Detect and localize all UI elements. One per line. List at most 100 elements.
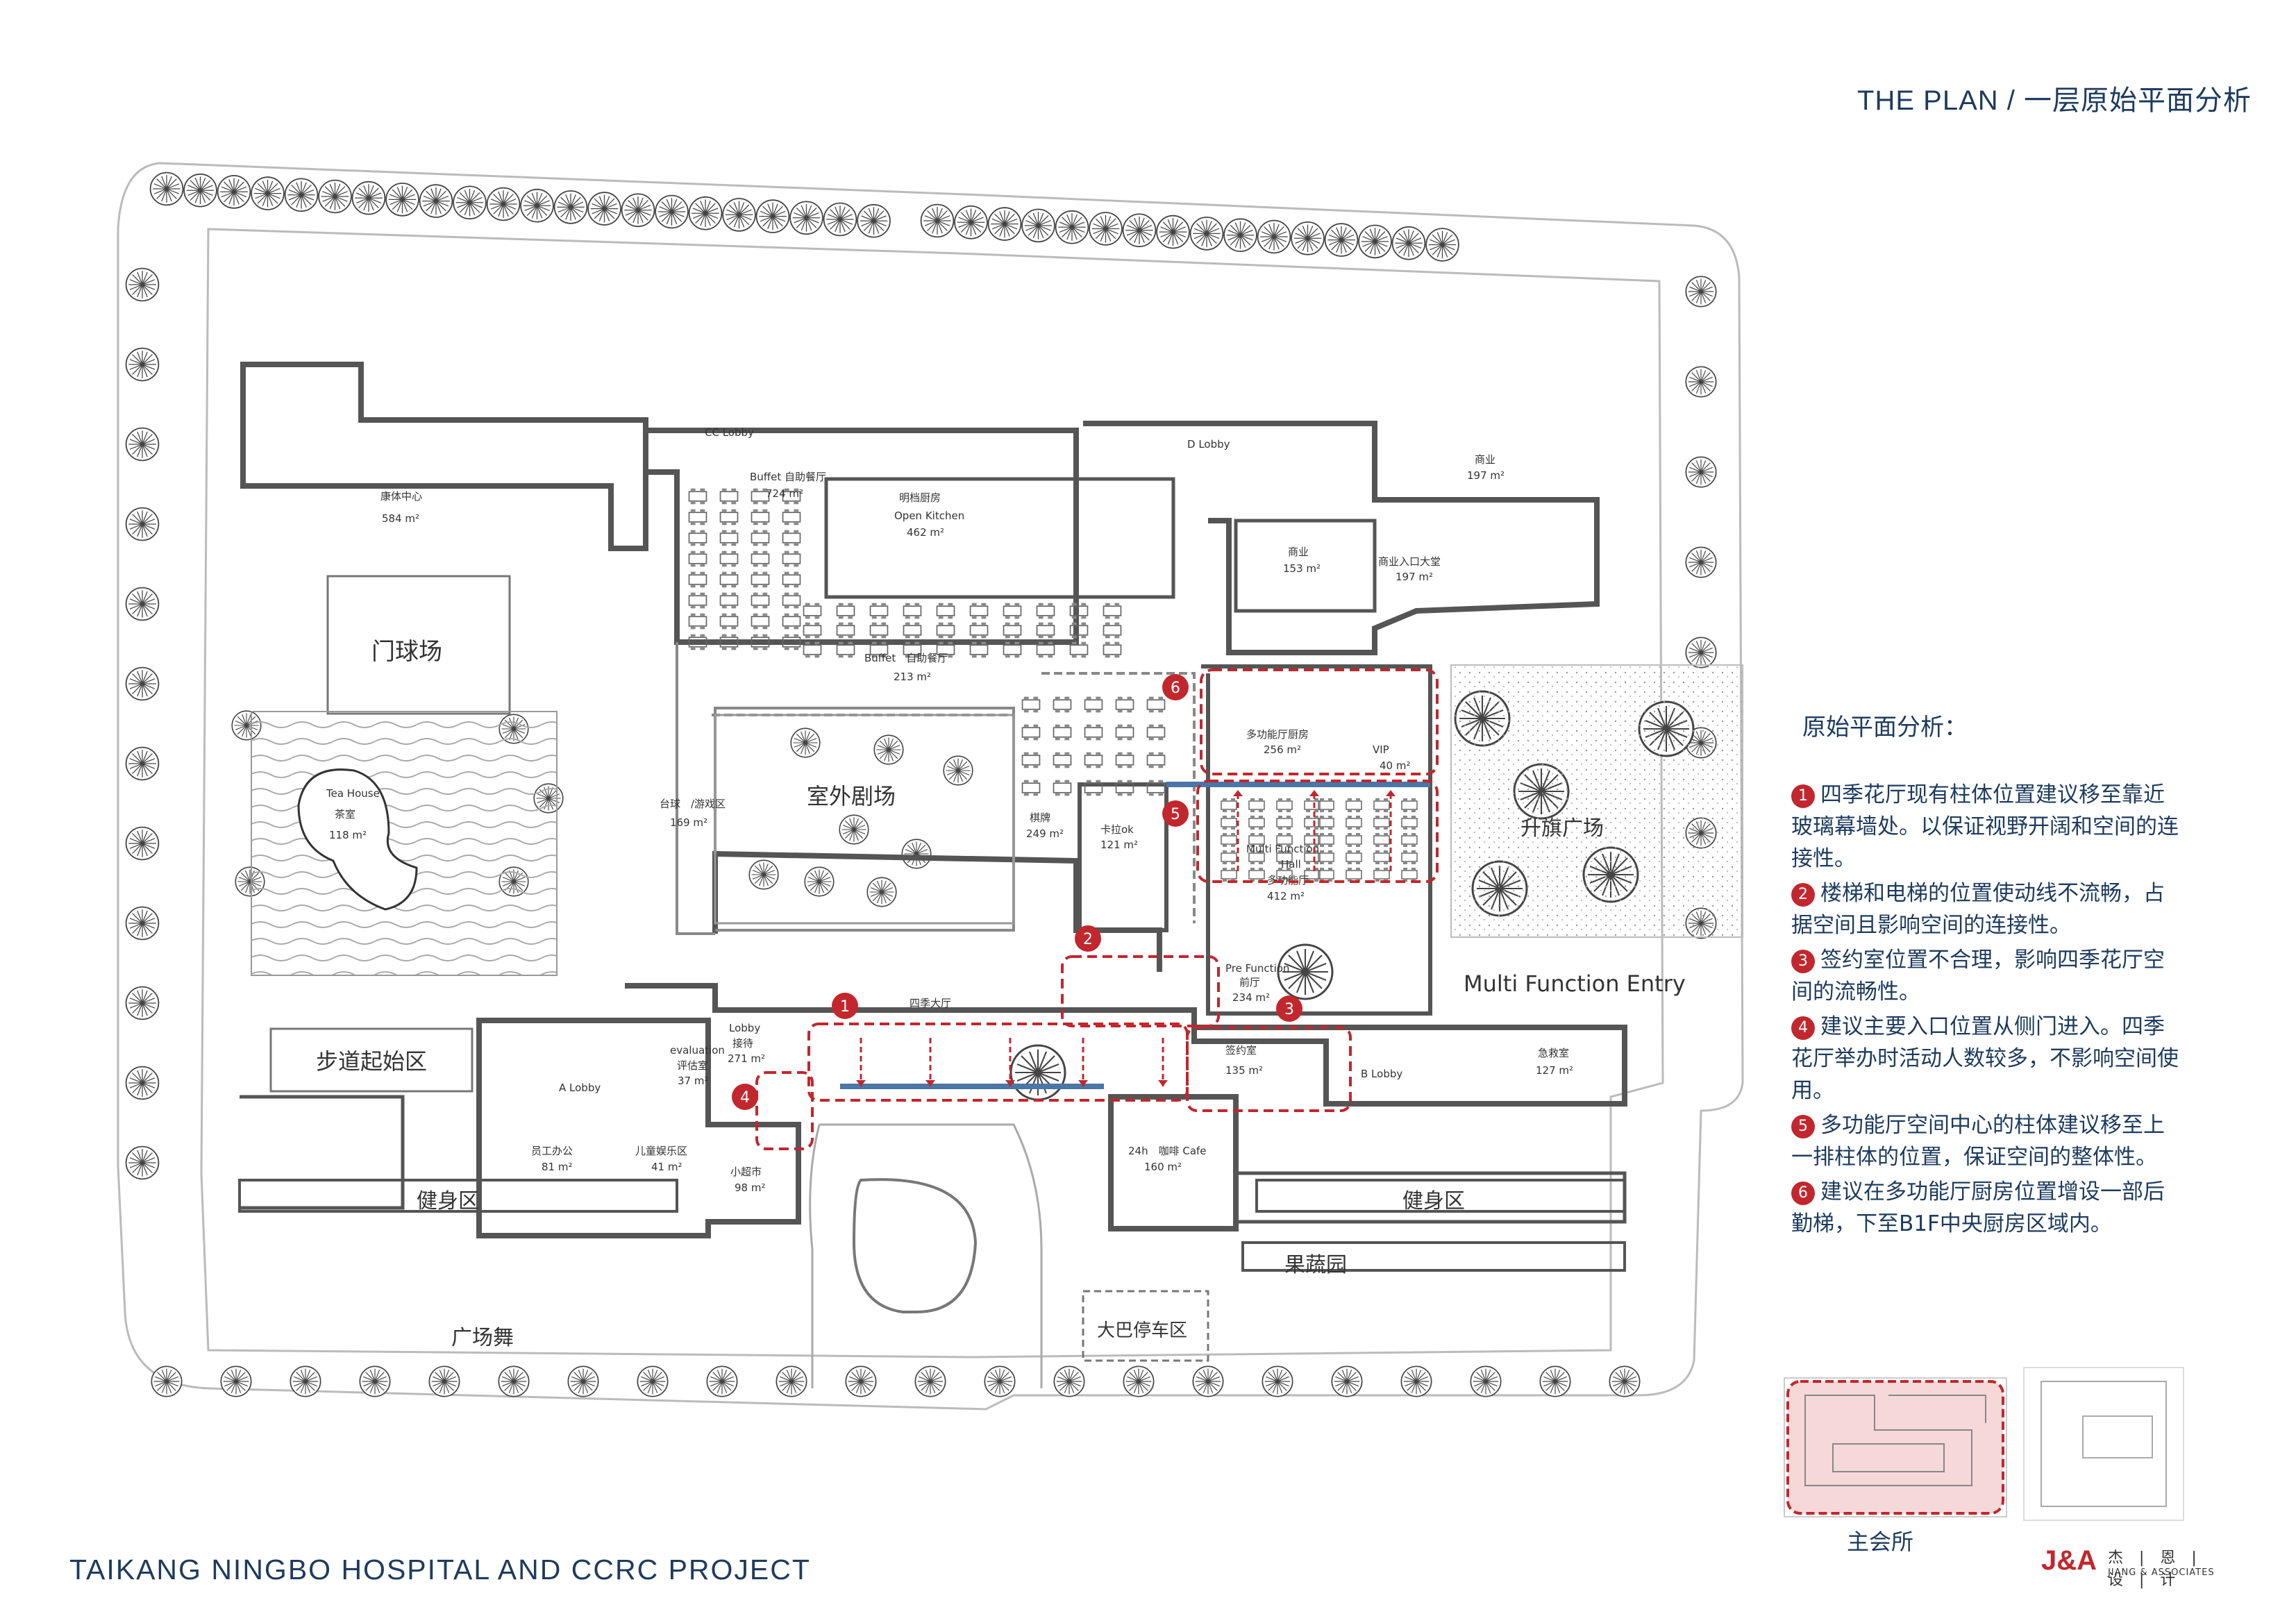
logo-cn: 杰 | 恩 | 设 | 计 [2108, 1549, 2202, 1589]
tree-icon [125, 427, 160, 462]
tree-icon [1223, 218, 1257, 253]
lobby-area: 271 m² [728, 1052, 765, 1065]
table-icon [688, 612, 707, 630]
table-icon [1400, 814, 1418, 831]
tree-icon [655, 194, 689, 229]
table-icon [1400, 866, 1418, 883]
key-map-label: 主会所 [1847, 1529, 1914, 1555]
tree-icon [776, 1365, 807, 1397]
buffet-b-area: 213 m² [894, 671, 931, 683]
table-icon [782, 612, 801, 630]
table-icon [1317, 866, 1335, 883]
tree-icon [866, 877, 897, 907]
chess-area: 249 m² [1026, 827, 1064, 840]
mini-market-area: 98 m² [735, 1181, 765, 1194]
note-4-number: 4 [1791, 1016, 1815, 1040]
table-icon [719, 591, 739, 609]
tree-icon [804, 866, 835, 897]
analysis-zones [755, 668, 1439, 1150]
table-icon [1317, 849, 1335, 866]
lobby-label: Lobby [729, 1022, 760, 1034]
tree-icon [1609, 1365, 1641, 1397]
table-icon [1146, 723, 1166, 741]
svg-text:6: 6 [1171, 680, 1180, 697]
tea-garden [251, 711, 558, 976]
svg-text:3: 3 [1284, 1001, 1294, 1018]
table-icon [751, 550, 770, 568]
table-icon [1115, 751, 1134, 769]
analysis-heading: 原始平面分析： [1802, 714, 1968, 741]
marker-4: 4 [732, 1084, 758, 1110]
tree-icon [1400, 1365, 1432, 1397]
tree-icon [1291, 221, 1325, 255]
tree-icon [789, 201, 823, 235]
note-3-number: 3 [1791, 950, 1815, 973]
tree-icon [873, 734, 904, 765]
zone-3 [1186, 1026, 1352, 1112]
note-4-text: 建议主要入口位置从侧门进入。四季花厅举办时活动人数较多，不影响空间使用。 [1791, 1014, 2179, 1103]
table-icon [1103, 602, 1122, 620]
zone-2 [1061, 955, 1220, 1027]
tree-icon [755, 199, 790, 233]
key-map [1784, 1367, 2184, 1521]
tree-icon [1009, 1044, 1066, 1101]
zone-6 [1200, 668, 1439, 775]
note-6-text: 建议在多功能厅厨房位置增设一部后勤梯，下至B1F中央厨房区域内。 [1791, 1179, 2165, 1236]
note-5-number: 5 [1791, 1115, 1815, 1138]
table-icon [1003, 602, 1022, 620]
table-icon [751, 612, 770, 630]
billiards-label: 台球 /游戏区 [660, 798, 726, 810]
retail-b-label: 商业 [1288, 546, 1309, 558]
cafe-area: 160 m² [1144, 1161, 1182, 1173]
tree-icon [1122, 213, 1157, 248]
flag-square-label: 升旗广场 [1520, 816, 1604, 841]
tree-icon [920, 203, 955, 238]
cc-lobby-label: CC Lobby [705, 426, 754, 439]
evaluation-area: 37 m² [678, 1075, 708, 1087]
fitness-left-label: 健身区 [417, 1189, 479, 1213]
drop-off-outer [809, 1123, 1043, 1388]
prefunction-label: Pre Function [1225, 962, 1289, 975]
b-lobby-label: B Lobby [1361, 1068, 1402, 1080]
kids-label: 儿童娱乐区 [635, 1145, 687, 1157]
tree-icon [914, 1365, 946, 1397]
tree-icon [1358, 224, 1392, 259]
outdoor-theatre [714, 714, 1015, 925]
tree-icon [498, 1365, 530, 1397]
open-kitchen-label: Open Kitchen [894, 510, 964, 522]
retail-b-area: 153 m² [1283, 562, 1321, 575]
retail-a-area: 197 m² [1467, 469, 1505, 482]
mf-hall-label: Multi Function [1246, 843, 1319, 855]
table-icon [1400, 849, 1418, 866]
table-icon [688, 571, 707, 589]
tree-icon [419, 184, 453, 218]
tea-house-cn: 茶室 [335, 808, 355, 821]
table-icon [936, 621, 955, 639]
table-icon [1275, 814, 1293, 831]
marker-3: 3 [1276, 995, 1302, 1022]
tea-house-label: Tea House [326, 787, 380, 800]
tree-icon [284, 178, 319, 212]
tree-icon [125, 986, 160, 1020]
mf-pantry-label: 多功能厅厨房 [1246, 728, 1309, 741]
vip-label: VIP [1373, 743, 1389, 756]
svg-text:4: 4 [740, 1089, 750, 1107]
tree-icon [1192, 1365, 1224, 1397]
tree-icon [1685, 637, 1717, 668]
table-icon [782, 591, 801, 609]
tree-icon [1055, 210, 1089, 244]
tree-icon [125, 826, 160, 861]
prefunction-cn: 前厅 [1239, 976, 1260, 989]
table-icon [688, 508, 707, 526]
tree-icon [1391, 226, 1426, 260]
tree-icon [1324, 223, 1359, 257]
signing-area: 135 m² [1225, 1064, 1263, 1077]
evaluation-cn: 评估室 [677, 1059, 708, 1072]
table-icon [803, 602, 822, 620]
tree-icon [1156, 215, 1190, 249]
arrow-head [925, 1080, 935, 1086]
table-icon [1317, 814, 1335, 831]
prefunction-area: 234 m² [1232, 991, 1270, 1004]
tree-icon [385, 183, 419, 217]
